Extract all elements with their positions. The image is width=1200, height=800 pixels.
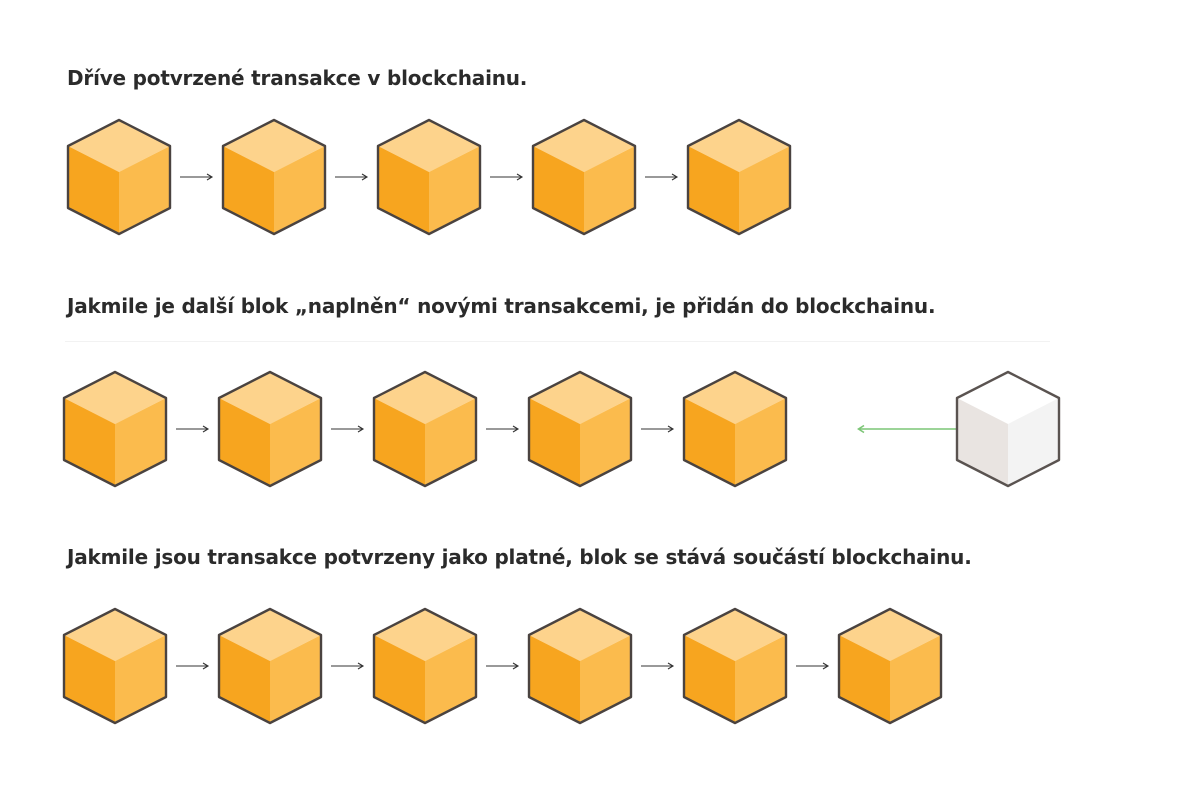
section-2-caption: Jakmile je další blok „naplněn“ novými t… bbox=[67, 294, 936, 318]
block-icon bbox=[376, 118, 482, 236]
block-icon bbox=[686, 118, 792, 236]
section-1-caption: Dříve potvrzené transakce v blockchainu. bbox=[67, 66, 528, 90]
chain-arrow-icon bbox=[641, 425, 675, 433]
divider bbox=[65, 341, 1050, 342]
block-icon bbox=[221, 118, 327, 236]
chain-arrow-icon bbox=[176, 425, 210, 433]
section-1-chain bbox=[0, 115, 1200, 245]
section-3-chain bbox=[0, 604, 1200, 734]
pending-block-icon bbox=[955, 370, 1061, 488]
block-icon bbox=[372, 607, 478, 725]
chain-arrow-icon bbox=[796, 662, 830, 670]
incoming-arrow-icon bbox=[857, 424, 957, 434]
section-3-caption: Jakmile jsou transakce potvrzeny jako pl… bbox=[67, 545, 972, 569]
block-icon bbox=[62, 370, 168, 488]
block-icon bbox=[682, 607, 788, 725]
chain-arrow-icon bbox=[486, 425, 520, 433]
block-icon bbox=[527, 607, 633, 725]
block-icon bbox=[66, 118, 172, 236]
chain-arrow-icon bbox=[176, 662, 210, 670]
section-2-chain bbox=[0, 367, 1200, 497]
block-icon bbox=[217, 370, 323, 488]
chain-arrow-icon bbox=[486, 662, 520, 670]
chain-arrow-icon bbox=[490, 173, 524, 181]
block-icon bbox=[531, 118, 637, 236]
block-icon bbox=[372, 370, 478, 488]
chain-arrow-icon bbox=[331, 662, 365, 670]
block-icon bbox=[527, 370, 633, 488]
block-icon bbox=[62, 607, 168, 725]
block-icon bbox=[837, 607, 943, 725]
block-icon bbox=[682, 370, 788, 488]
chain-arrow-icon bbox=[335, 173, 369, 181]
chain-arrow-icon bbox=[645, 173, 679, 181]
chain-arrow-icon bbox=[641, 662, 675, 670]
chain-arrow-icon bbox=[180, 173, 214, 181]
block-icon bbox=[217, 607, 323, 725]
chain-arrow-icon bbox=[331, 425, 365, 433]
